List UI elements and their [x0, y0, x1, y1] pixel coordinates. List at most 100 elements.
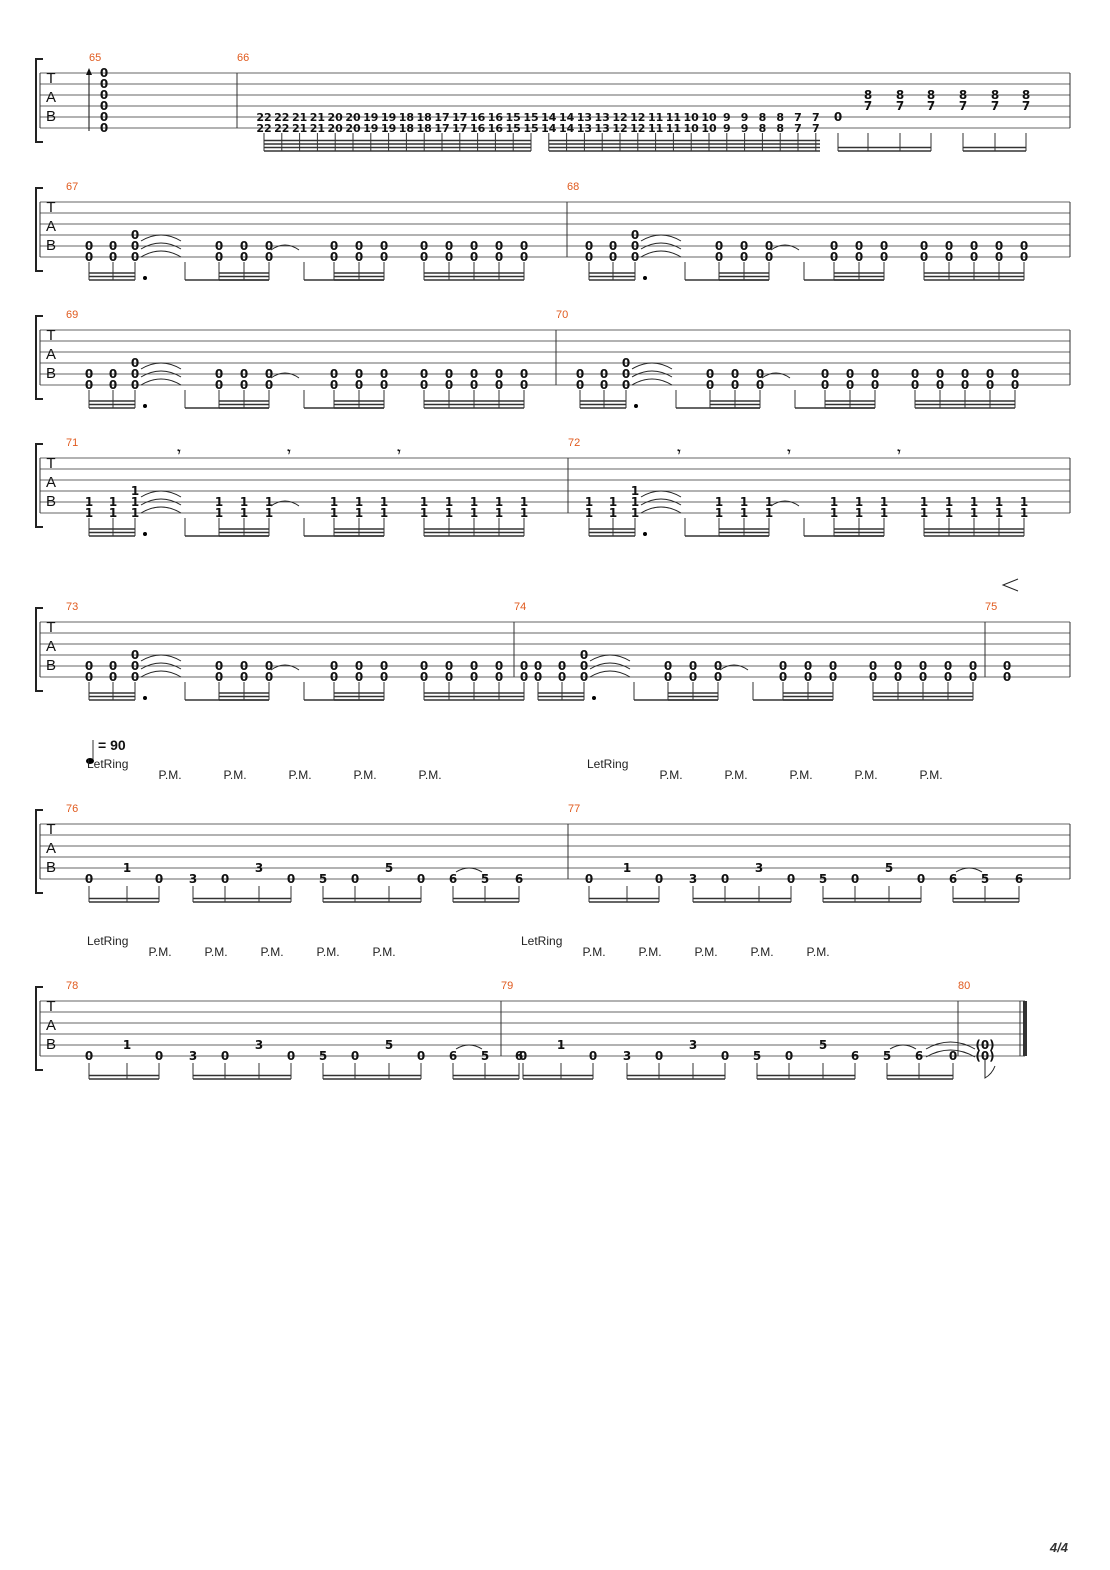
fret-number: 0 [919, 670, 927, 684]
fret-number: 3 [189, 1049, 197, 1063]
fret-number: 1 [623, 861, 631, 875]
tab-clef-letter: A [46, 346, 56, 363]
fret-number: 0 [871, 367, 879, 381]
tie-arc [770, 244, 800, 251]
tie-arc [589, 670, 631, 678]
dot [592, 696, 596, 700]
tie-arc [589, 662, 631, 670]
tie-arc [955, 867, 983, 873]
fret-number: 11 [648, 111, 663, 124]
fret-number: 1 [109, 506, 117, 520]
tie-arc [925, 1049, 976, 1058]
bar-number: 79 [501, 980, 513, 992]
fret-number: 0 [986, 378, 994, 392]
fret-number: 0 [995, 239, 1003, 253]
fret-number: 0 [829, 670, 837, 684]
fret-number: 1 [631, 506, 639, 520]
tie-arc [140, 378, 182, 386]
fret-number: 14 [559, 111, 575, 124]
tie-arc [761, 372, 791, 379]
tab-clef-letter: B [46, 1036, 56, 1053]
fret-number: 0 [380, 659, 388, 673]
fret-number: 0 [380, 670, 388, 684]
fret-number: 0 [495, 367, 503, 381]
fret-number: 0 [631, 239, 639, 253]
fret-number: 1 [131, 495, 139, 509]
fret-number: 21 [292, 111, 307, 124]
fret-number: 8 [776, 122, 784, 135]
fret-number: 5 [981, 872, 989, 886]
fret-number: 9 [723, 122, 731, 135]
fret-number: 0 [715, 250, 723, 264]
fret-number: 1 [855, 506, 863, 520]
fret-number: 0 [830, 239, 838, 253]
fret-number: 0 [1020, 250, 1028, 264]
fret-number: 0 [585, 239, 593, 253]
system-bracket [35, 187, 43, 272]
fret-number: 0 [221, 1049, 229, 1063]
fret-number: 10 [701, 122, 717, 135]
fret-number: 8 [864, 88, 872, 102]
bar-number: 73 [66, 601, 78, 613]
fret-number: 1 [1020, 495, 1028, 509]
tie-arc [719, 664, 749, 671]
fret-number: 3 [255, 861, 263, 875]
tie-arc [455, 1044, 483, 1050]
tempo-note-head [86, 758, 94, 764]
fret-number: 17 [434, 122, 449, 135]
bar-number: 72 [568, 437, 580, 449]
fret-number: (0) [975, 1049, 994, 1063]
fret-number: 7 [927, 99, 935, 113]
palm-mute-label: P.M. [316, 945, 339, 959]
fret-number: 0 [520, 367, 528, 381]
fret-number: 10 [684, 122, 700, 135]
fret-number: 20 [328, 122, 344, 135]
tab-clef-letter: B [46, 657, 56, 674]
fret-number: 1 [355, 495, 363, 509]
fret-number: 1 [995, 495, 1003, 509]
fret-number: 19 [381, 122, 396, 135]
fret-number: 0 [714, 670, 722, 684]
fret-number: 6 [449, 872, 457, 886]
fret-number: 0 [731, 378, 739, 392]
fret-number: 19 [363, 111, 378, 124]
fret-number: 1 [920, 506, 928, 520]
fret-number: 1 [585, 495, 593, 509]
fret-number: 1 [123, 861, 131, 875]
eighth-rest: 𝄾 [396, 445, 401, 459]
fret-number: 15 [506, 122, 521, 135]
fret-number: 0 [945, 239, 953, 253]
tab-clef-letter: B [46, 237, 56, 254]
fret-number: 12 [612, 122, 627, 135]
fret-number: 1 [265, 506, 273, 520]
fret-number: 21 [310, 111, 325, 124]
system-bracket [35, 809, 43, 894]
fret-number: 21 [310, 122, 325, 135]
strum-arrow-head [86, 68, 92, 75]
fret-number: 0 [576, 378, 584, 392]
fret-number: 0 [721, 872, 729, 886]
fret-number: 1 [380, 506, 388, 520]
fret-number: 0 [585, 872, 593, 886]
fret-number: 0 [470, 378, 478, 392]
note-flag [984, 1060, 996, 1079]
fret-number: 0 [880, 239, 888, 253]
fret-number: 6 [949, 872, 957, 886]
fret-number: 0 [880, 250, 888, 264]
fret-number: 0 [961, 367, 969, 381]
fret-number: 0 [215, 250, 223, 264]
tie-arc [270, 372, 300, 379]
fret-number: 0 [944, 659, 952, 673]
fret-number: 0 [495, 659, 503, 673]
tab-clef-letter: A [46, 474, 56, 491]
dot [143, 696, 147, 700]
fret-number: 7 [794, 122, 802, 135]
fret-number: 0 [445, 239, 453, 253]
fret-number: 7 [812, 111, 820, 124]
fret-number: 0 [664, 659, 672, 673]
tie-arc [140, 362, 182, 370]
fret-number: 0 [706, 367, 714, 381]
fret-number: 11 [648, 122, 663, 135]
fret-number: 1 [330, 506, 338, 520]
fret-number: 8 [991, 88, 999, 102]
